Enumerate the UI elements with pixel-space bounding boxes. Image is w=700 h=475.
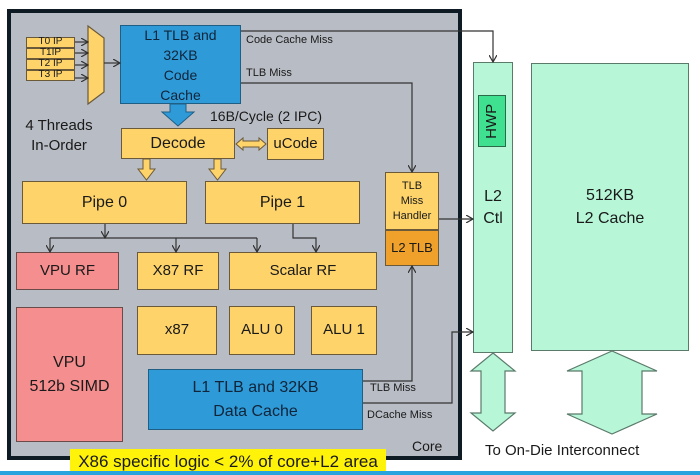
l2-cache-line: 512KB [585, 187, 635, 204]
ucode-label: uCode [273, 134, 318, 152]
vpu-block: VPU 512b SIMD [16, 307, 123, 442]
vpu-rf-label: VPU RF [39, 261, 95, 279]
data-cache-line: L1 TLB and 32KB [192, 378, 319, 396]
thread-ip-label: T2 IP [38, 58, 63, 70]
l2cache-interconnect-arrow [566, 350, 658, 435]
code-cache-line: Code [163, 66, 198, 83]
code-cache-line: L1 TLB and [144, 26, 217, 43]
x86-area-note: X86 specific logic < 2% of core+L2 area [70, 449, 386, 475]
threads-caption-line: In-Order [31, 137, 87, 154]
core-label: Core [412, 438, 443, 454]
bottom-accent-bar [0, 471, 700, 475]
l2-tlb-label: L2 TLB [391, 239, 433, 255]
thread-ip-t1: T1IP [26, 47, 75, 59]
threads-caption-line: 4 Threads [25, 117, 93, 134]
l2-cache-block: 512KB L2 Cache [531, 63, 689, 351]
interconnect-label: To On-Die Interconnect [485, 442, 640, 459]
pipe1-block: Pipe 1 [205, 181, 360, 224]
thread-ip-t0: T0 IP [26, 36, 75, 48]
alu0-label: ALU 0 [241, 321, 283, 339]
tlb-miss-bottom-label: TLB Miss [370, 382, 416, 394]
data-cache-line: Data Cache [213, 402, 298, 420]
code-cache-line: 32KB [163, 46, 198, 63]
vpu-line: VPU [53, 353, 86, 371]
hwp-label: HWP [482, 103, 500, 139]
x87-rf-block: X87 RF [137, 252, 219, 290]
alu1-block: ALU 1 [311, 306, 377, 355]
vpu-rf-block: VPU RF [16, 252, 119, 290]
thread-ip-label: T1IP [39, 47, 62, 59]
scalar-rf-label: Scalar RF [269, 261, 337, 279]
decode-block: Decode [121, 128, 235, 159]
tlb-miss-handler-block: TLB Miss Handler [385, 172, 439, 230]
code-cache-miss-label: Code Cache Miss [246, 34, 333, 46]
l2-cache-line: L2 Cache [575, 210, 645, 227]
ucode-block: uCode [267, 128, 324, 160]
x87-rf-label: X87 RF [152, 261, 204, 279]
vpu-line: 512b SIMD [29, 377, 110, 395]
l2-ctl-line: Ctl [483, 209, 503, 227]
x87-unit-label: x87 [164, 321, 190, 339]
l2ctl-interconnect-arrow [469, 352, 517, 432]
threads-caption: 4 Threads In-Order [20, 116, 98, 156]
pipe1-label: Pipe 1 [259, 193, 306, 211]
hwp-block: HWP [478, 95, 506, 147]
x87-unit-block: x87 [137, 306, 217, 355]
tlb-miss-handler-line: Miss [400, 194, 424, 207]
thread-ip-label: T0 IP [38, 36, 63, 48]
thread-ip-t3: T3 IP [26, 69, 75, 81]
l1-code-cache: L1 TLB and 32KB Code Cache [120, 25, 241, 104]
tlb-miss-handler-line: Handler [392, 209, 432, 222]
thread-ip-t2: T2 IP [26, 58, 75, 70]
tlb-miss-handler-line: TLB [401, 179, 423, 192]
l2-ctl-line: L2 [484, 187, 502, 205]
scalar-rf-block: Scalar RF [229, 252, 377, 290]
thread-ip-label: T3 IP [38, 69, 63, 81]
l2-tlb-block: L2 TLB [385, 230, 439, 266]
pipe0-label: Pipe 0 [81, 193, 128, 211]
x86-area-note-text: X86 specific logic < 2% of core+L2 area [78, 452, 378, 471]
l1-data-cache: L1 TLB and 32KB Data Cache [148, 369, 363, 430]
code-cache-line: Cache [160, 86, 201, 103]
pipe0-block: Pipe 0 [22, 181, 187, 224]
alu0-block: ALU 0 [229, 306, 295, 355]
dcache-miss-label: DCache Miss [367, 409, 433, 421]
tlb-miss-top-label: TLB Miss [246, 67, 292, 79]
alu1-label: ALU 1 [323, 321, 365, 339]
bandwidth-label: 16B/Cycle (2 IPC) [210, 108, 323, 124]
decode-label: Decode [150, 134, 206, 152]
